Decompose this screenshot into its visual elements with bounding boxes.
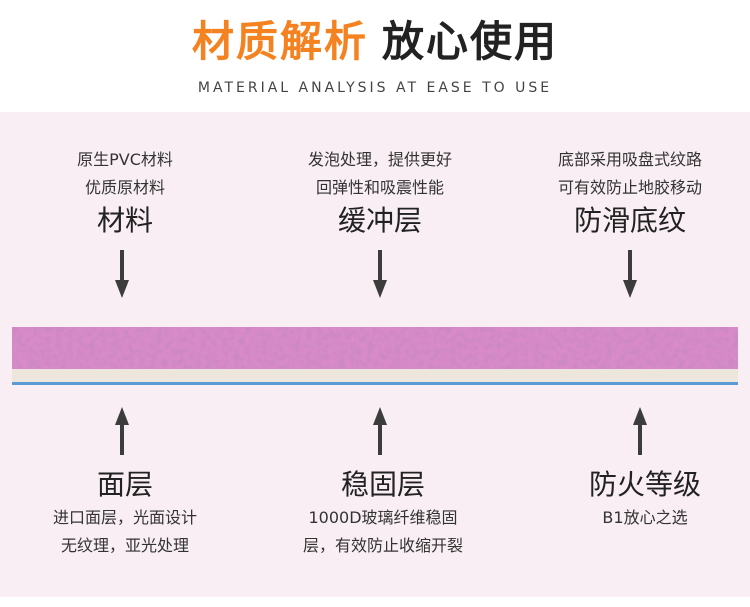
top-item-name: 缓冲层	[337, 204, 422, 237]
top-item-desc-line1: 发泡处理，提供更好	[307, 150, 452, 169]
top-item-material: 原生PVC材料 优质原材料 材料	[0, 146, 250, 240]
arrow-up-icon	[633, 407, 647, 455]
bottom-item-surface: 面层 进口面层，光面设计 无纹理，亚光处理	[0, 466, 250, 560]
arrow-up-icon	[373, 407, 387, 455]
top-item-desc-line1: 底部采用吸盘式纹路	[557, 150, 702, 169]
title-orange: 材质解析	[191, 17, 368, 66]
bottom-item-desc-line1: 进口面层，光面设计	[52, 508, 197, 527]
arrow-down-icon	[115, 250, 129, 298]
arrow-up-icon	[115, 407, 129, 455]
top-item-name: 材料	[96, 204, 153, 237]
page-title: 材质解析放心使用	[0, 14, 750, 70]
arrow-down-icon	[373, 250, 387, 298]
arrow-down-icon	[623, 250, 637, 298]
bottom-item-fire-rating: 防火等级 B1放心之选	[520, 466, 750, 532]
bottom-item-name: 稳固层	[340, 468, 425, 501]
bottom-item-desc-line1: B1放心之选	[602, 508, 688, 527]
page-subtitle: MATERIAL ANALYSIS AT EASE TO USE	[197, 80, 553, 96]
header: 材质解析放心使用 MATERIAL ANALYSIS AT EASE TO US…	[0, 0, 750, 112]
top-item-cushion: 发泡处理，提供更好 回弹性和吸震性能 缓冲层	[255, 146, 505, 240]
top-item-antislip: 底部采用吸盘式纹路 可有效防止地胶移动 防滑底纹	[505, 146, 750, 240]
top-item-desc-line1: 原生PVC材料	[77, 150, 173, 169]
bottom-item-stability: 稳固层 1000D玻璃纤维稳固 层，有效防止收缩开裂	[258, 466, 508, 560]
bottom-item-name: 面层	[96, 468, 153, 501]
top-item-desc-line2: 回弹性和吸震性能	[315, 178, 444, 197]
top-item-desc-line2: 可有效防止地胶移动	[557, 178, 702, 197]
bottom-divider	[0, 597, 750, 607]
slab-image	[12, 327, 738, 385]
bottom-item-desc-line1: 1000D玻璃纤维稳固	[308, 508, 458, 527]
material-cross-section	[12, 327, 738, 391]
bottom-item-desc-line2: 无纹理，亚光处理	[60, 536, 189, 555]
top-item-desc-line2: 优质原材料	[84, 178, 165, 197]
bottom-item-desc-line2: 层，有效防止收缩开裂	[302, 536, 463, 555]
top-item-name: 防滑底纹	[573, 204, 686, 237]
title-dark: 放心使用	[382, 17, 559, 66]
bottom-item-name: 防火等级	[588, 468, 701, 501]
